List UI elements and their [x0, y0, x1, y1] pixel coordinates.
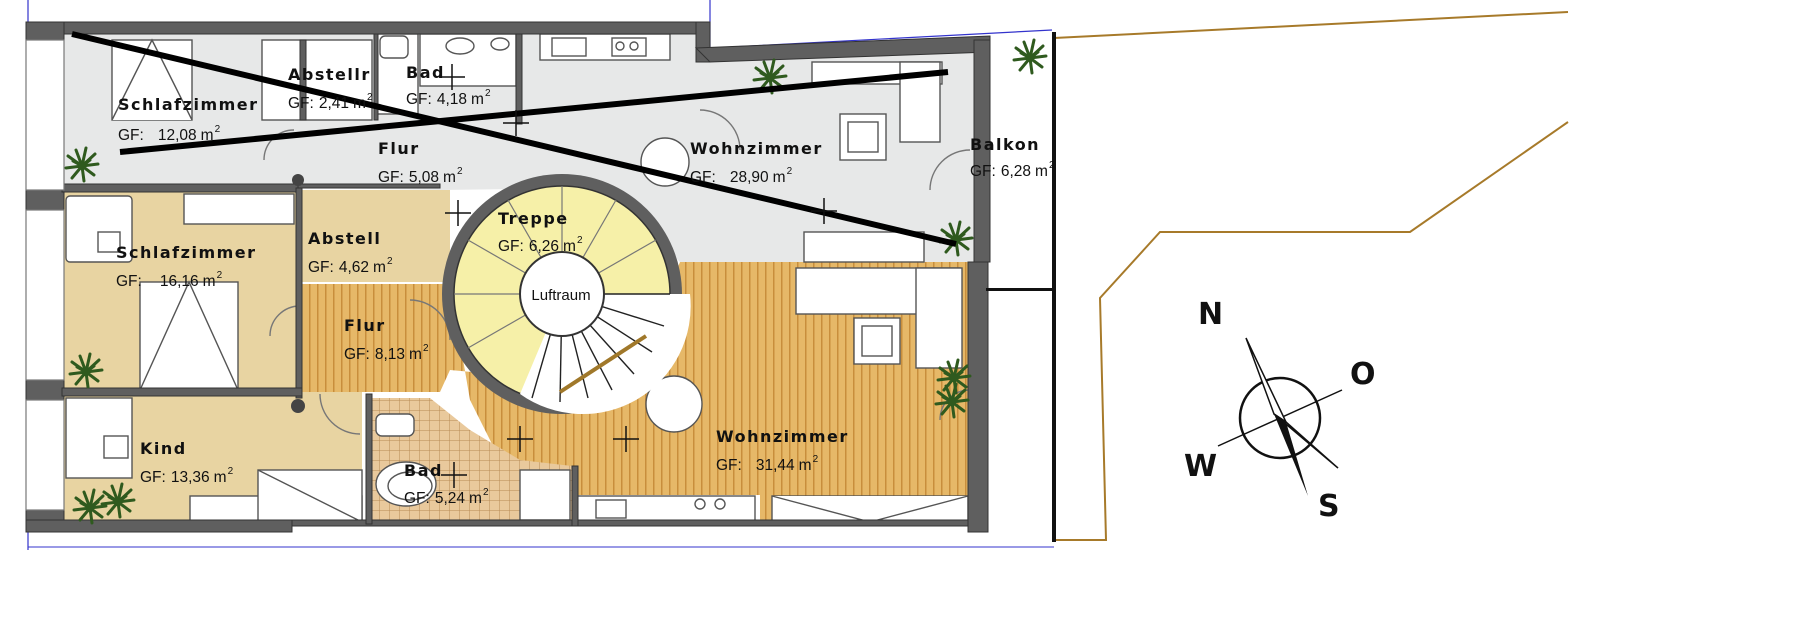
gf-label: GF:	[406, 91, 432, 108]
room-area: 8,13	[375, 346, 405, 363]
gf-label: GF:	[378, 169, 404, 186]
room-area: 28,90	[730, 169, 769, 186]
gf-label: GF:	[140, 469, 166, 486]
room-name: Treppe	[498, 209, 569, 228]
room-area: 5,08	[409, 169, 439, 186]
upper-unit-furniture	[111, 33, 971, 263]
room-area: 12,08	[158, 127, 197, 144]
room-name: Kind	[140, 439, 187, 458]
room-area: 13,36	[171, 469, 210, 486]
gf-label: GF:	[288, 95, 314, 112]
compass-south-label: S	[1318, 489, 1340, 524]
room-area: 5,24	[435, 490, 466, 507]
room-name: Abstell	[308, 229, 381, 248]
room-name: Bad	[404, 461, 443, 480]
spiral-staircase	[442, 174, 691, 415]
room-area: 16,16	[160, 273, 199, 290]
room-area: 4,18	[437, 91, 467, 108]
walls	[25, 21, 1056, 542]
room-area: 31,44	[756, 457, 795, 474]
room-name: Abstellr	[288, 65, 371, 84]
compass-east-label: O	[1350, 357, 1376, 392]
room-area: 2,41	[319, 95, 349, 112]
gf-label: GF:	[716, 457, 742, 474]
room-name: Balkon	[970, 135, 1040, 154]
room-name: Flur	[378, 139, 420, 158]
marker-crosses	[439, 64, 837, 488]
lower-unit-furniture	[65, 193, 971, 523]
room-name: Wohnzimmer	[690, 139, 823, 158]
room-name: Flur	[344, 316, 386, 335]
gf-label: GF:	[116, 273, 142, 290]
gf-label: GF:	[970, 163, 996, 180]
gf-label: GF:	[344, 346, 370, 363]
room-name: Bad	[406, 63, 445, 82]
room-name: Wohnzimmer	[716, 427, 849, 446]
room-area: 6,26	[529, 238, 559, 255]
room-area: 6,28	[1001, 163, 1031, 180]
room-area: 4,62	[339, 259, 369, 276]
gf-label: GF:	[118, 127, 144, 144]
gf-label: GF:	[308, 259, 334, 276]
gf-label: GF:	[690, 169, 716, 186]
compass-west-label: W	[1184, 449, 1217, 484]
gf-label: GF:	[404, 490, 430, 507]
compass-north-label: N	[1198, 297, 1223, 332]
compass-rose: N O S W	[1184, 297, 1376, 524]
room-name: Schlafzimmer	[116, 243, 257, 262]
room-name: Schlafzimmer	[118, 95, 259, 114]
gf-label: GF:	[498, 238, 524, 255]
strike-lines	[71, 31, 957, 247]
stair-void-label: Luftraum	[531, 287, 590, 304]
